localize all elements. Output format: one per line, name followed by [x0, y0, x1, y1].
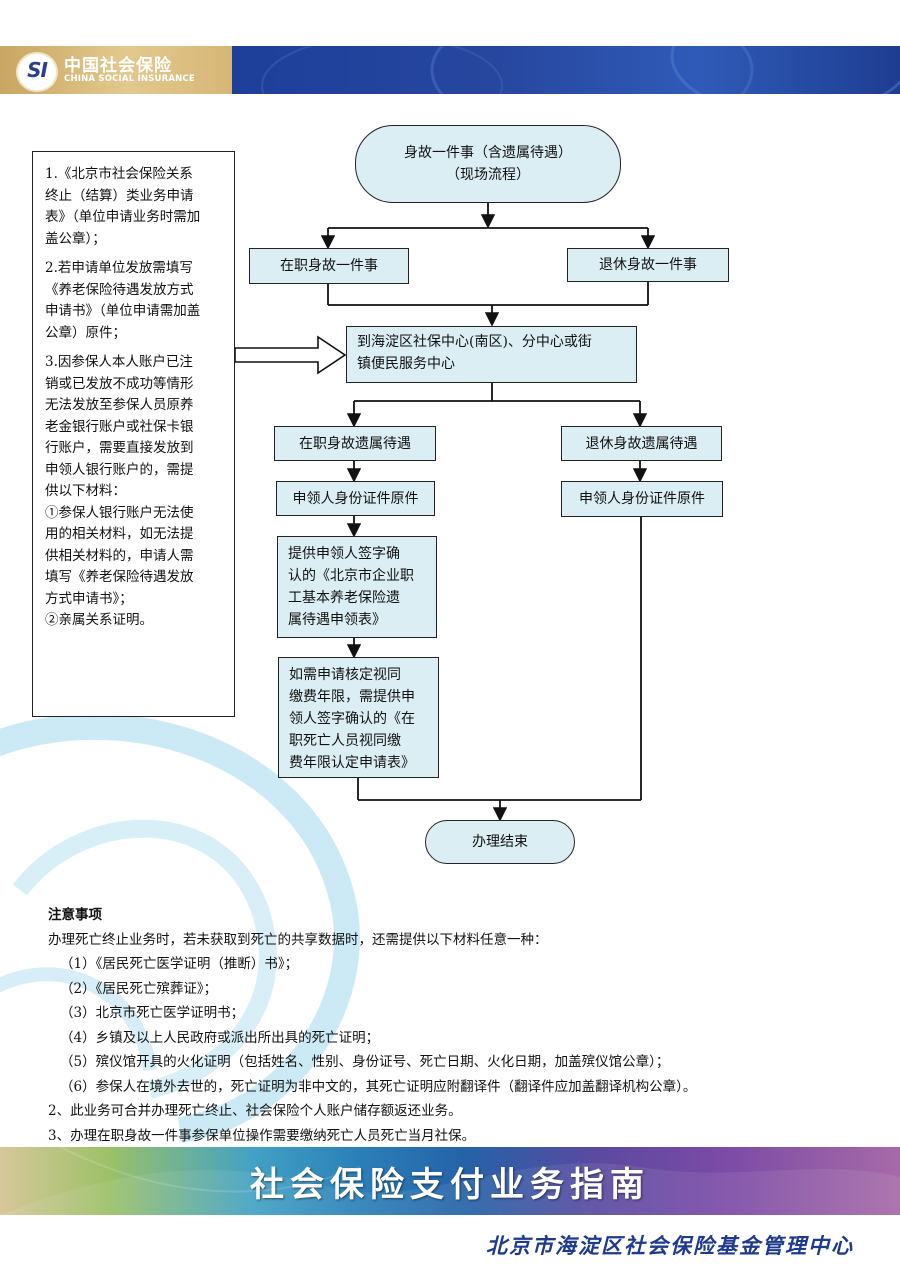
flow-start: 身故一件事（含遗属待遇） （现场流程） [355, 125, 621, 203]
note-line: 终止（结算）类业务申请 [45, 187, 194, 204]
note-line: 申请书》（单位申请需加盖 [45, 303, 201, 319]
notes-title: 注意事项 [48, 907, 102, 923]
note-line: 供相关材料的，申请人需 [45, 547, 194, 564]
flow-service-center-line1: 到海淀区社保中心(南区)、分中心或街 [357, 334, 592, 350]
materials-item-2: 2.若申请单位发放需填写 《养老保险待遇发放方式 申请书》（单位申请需加盖 公章… [45, 258, 226, 344]
flow-start-line2: （现场流程） [446, 167, 530, 183]
optional-line: 职死亡人员视同缴 [289, 733, 401, 749]
flow-retired-id: 申领人身份证件原件 [561, 481, 723, 517]
background-swirl [0, 713, 360, 1143]
note-line: 盖公章）； [45, 230, 106, 247]
note-line: 3.因参保人本人账户已注 [45, 354, 193, 370]
form-line: 工基本养老保险遗 [288, 590, 400, 606]
optional-line: 领人签字确认的《在 [289, 711, 415, 727]
note-line: 供以下材料： [45, 483, 126, 499]
note-line: 2.若申请单位发放需填写 [45, 260, 193, 276]
notes-item: （2）《居民死亡殡葬证》； [60, 980, 218, 997]
flow-working-id: 申领人身份证件原件 [276, 481, 435, 516]
form-line: 属待遇申领表》 [288, 612, 386, 628]
logo-chinese-name: 中国社会保险 [64, 56, 172, 76]
notes-section: 注意事项 办理死亡终止业务时，若未获取到死亡的共享数据时，还需提供以下材料任意一… [48, 903, 868, 1148]
note-line: 用的相关材料，如无法提 [45, 526, 194, 542]
note-line: ①参保人银行账户无法使 [45, 504, 194, 521]
footer-band [0, 1147, 900, 1215]
flow-branch-working: 在职身故一件事 [249, 248, 409, 284]
flow-connectors [234, 203, 656, 822]
optional-line: 如需申请核定视同 [289, 667, 401, 683]
note-arrow [234, 335, 347, 375]
footer-title: 社会保险支付业务指南 [250, 1164, 650, 1205]
notes-item: （6）参保人在境外去世的，死亡证明为非中文的，其死亡证明应附翻译件（翻译件应加盖… [60, 1078, 697, 1095]
footer-organization: 北京市海淀区社会保险基金管理中心 [486, 1233, 854, 1258]
optional-line: 费年限认定申请表》 [289, 755, 415, 771]
form-line: 提供申领人签字确 [288, 546, 400, 562]
notes-item: （5）殡仪馆开具的火化证明（包括姓名、性别、身份证号、死亡日期、火化日期，加盖殡… [60, 1054, 670, 1070]
flow-working-optional: 如需申请核定视同 缴费年限，需提供申 领人签字确认的《在 职死亡人员视同缴 费年… [278, 657, 439, 778]
materials-note: 1.《北京市社会保险关系 终止（结算）类业务申请 表》（单位申请业务时需加 盖公… [32, 151, 235, 717]
form-line: 认的《北京市企业职 [288, 568, 414, 584]
notes-item: （1）《居民死亡医学证明（推断）书》； [60, 956, 299, 972]
note-line: 行账户，需要直接发放到 [45, 440, 194, 456]
optional-line: 缴费年限，需提供申 [289, 689, 415, 705]
notes-point-2: 2、此业务可合并办理死亡终止、社会保险个人账户储存额返还业务。 [48, 1103, 462, 1119]
header-blue-band [232, 46, 900, 94]
logo-english-name: CHINA SOCIAL INSURANCE [64, 74, 195, 84]
logo-emblem [16, 52, 58, 92]
flow-end: 办理结束 [425, 820, 575, 864]
header-decoration [261, 46, 900, 94]
note-line: 公章）原件； [45, 324, 126, 341]
note-line: 申领人银行账户的，需提 [45, 461, 194, 478]
note-line: 1.《北京市社会保险关系 [45, 166, 193, 182]
flow-working-survivor: 在职身故遗属待遇 [274, 426, 436, 461]
note-line: 无法发放至参保人员原养 [45, 397, 194, 413]
notes-point-3: 3、办理在职身故一件事参保单位操作需要缴纳死亡人员死亡当月社保。 [48, 1127, 476, 1144]
note-line: 老金银行账户或社保卡银 [45, 418, 194, 435]
note-line: 《养老保险待遇发放方式 [45, 281, 194, 298]
notes-item: （4）乡镇及以上人民政府或派出所出具的死亡证明； [60, 1029, 380, 1046]
flow-service-center: 到海淀区社保中心(南区)、分中心或街 镇便民服务中心 [346, 326, 637, 383]
materials-item-3: 3.因参保人本人账户已注 销或已发放不成功等情形 无法发放至参保人员原养 老金银… [45, 352, 226, 632]
note-line: 方式申请书》； [45, 590, 133, 607]
note-line: ②亲属关系证明。 [45, 612, 153, 628]
notes-intro: 办理死亡终止业务时，若未获取到死亡的共享数据时，还需提供以下材料任意一种： [48, 931, 548, 948]
flow-branch-retired: 退休身故一件事 [567, 248, 729, 282]
flow-working-form: 提供申领人签字确 认的《北京市企业职 工基本养老保险遗 属待遇申领表》 [277, 536, 437, 638]
logo-mark: SI [27, 58, 48, 82]
note-line: 表》（单位申请业务时需加 [45, 209, 201, 225]
footer-decoration [0, 1147, 900, 1215]
flow-start-line1: 身故一件事（含遗属待遇） [404, 145, 572, 161]
flow-service-center-line2: 镇便民服务中心 [357, 356, 455, 372]
notes-item: （3）北京市死亡医学证明书； [60, 1005, 245, 1021]
note-line: 填写《养老保险待遇发放 [45, 569, 194, 585]
materials-item-1: 1.《北京市社会保险关系 终止（结算）类业务申请 表》（单位申请业务时需加 盖公… [45, 164, 226, 250]
note-line: 销或已发放不成功等情形 [45, 375, 194, 392]
flow-retired-survivor: 退休身故遗属待遇 [561, 426, 722, 461]
